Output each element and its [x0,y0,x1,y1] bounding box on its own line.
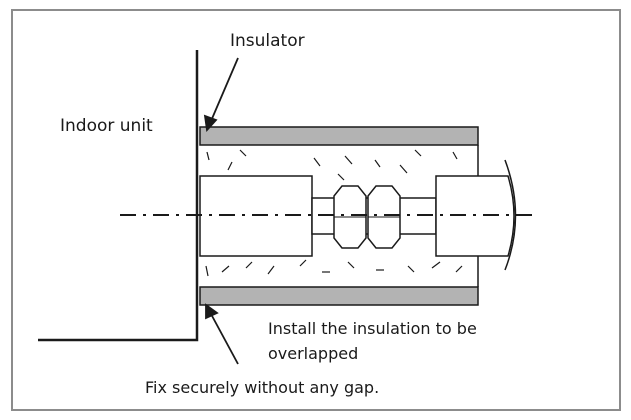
insulation-band-top [199,126,479,146]
fix-gap-arrow [205,303,239,365]
insulator-arrow [203,57,239,133]
indoor-unit-label: Indoor unit [60,116,153,136]
install-note: Install the insulation to be overlapped [268,316,477,366]
diagram-frame [11,9,621,411]
install-note-line-2: overlapped [268,344,359,363]
install-note-line-1: Install the insulation to be [268,319,477,338]
fix-note: Fix securely without any gap. [145,378,380,397]
indoor-unit-wall [38,50,199,342]
pipe-break-line [504,159,517,271]
insulator-label: Insulator [230,31,305,51]
insulation-band-bottom [199,286,479,306]
insulation-fill-marks [205,149,463,277]
